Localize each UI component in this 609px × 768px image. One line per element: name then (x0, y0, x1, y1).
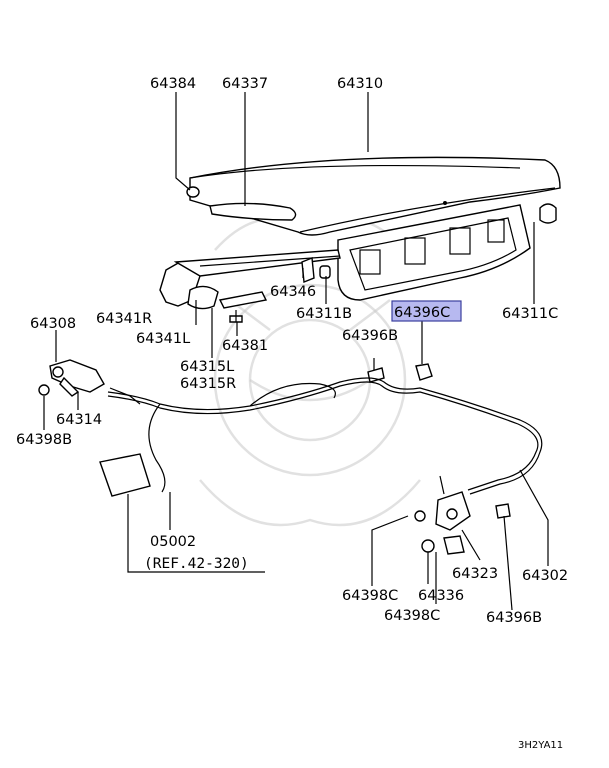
label-05002[interactable]: 05002 (150, 534, 196, 550)
bumper-64311c-part (539, 203, 557, 224)
bolt-64381-part (229, 310, 243, 323)
label-64311c[interactable]: 64311C (502, 306, 558, 322)
label-64396c[interactable]: 64396C (394, 305, 450, 321)
highlight-box-64396c (391, 300, 462, 322)
fuel-lid-panel-part (99, 453, 151, 497)
label-64314[interactable]: 64314 (56, 412, 102, 428)
figure-code: 3H2YA11 (518, 740, 563, 751)
latch-64323-part (435, 475, 471, 531)
opener-lever-part (38, 359, 105, 397)
clip-64396b-bottom-part (495, 503, 511, 519)
latch-parts-lower (414, 510, 465, 555)
weatherstrip-part (209, 202, 297, 221)
leader-lines (43, 92, 549, 611)
label-64336[interactable]: 64336 (418, 588, 464, 604)
label-ref-42-320[interactable]: (REF.42-320) (144, 556, 249, 572)
label-64310[interactable]: 64310 (337, 76, 383, 92)
label-64381[interactable]: 64381 (222, 338, 268, 354)
label-64398b[interactable]: 64398B (16, 432, 72, 448)
label-64341l[interactable]: 64341L (136, 331, 190, 347)
label-64384[interactable]: 64384 (150, 76, 196, 92)
torsion-bar-part (218, 291, 268, 309)
bracket-64346-part (301, 257, 331, 283)
label-64398c-b[interactable]: 64398C (384, 608, 440, 624)
label-64323[interactable]: 64323 (452, 566, 498, 582)
label-64315r[interactable]: 64315R (180, 376, 236, 392)
part-labels: 64384 64337 64310 64346 64341R 64341L 64… (16, 76, 568, 626)
label-64396b-bottom[interactable]: 64396B (486, 610, 542, 626)
label-64346[interactable]: 64346 (270, 284, 316, 300)
label-64337[interactable]: 64337 (222, 76, 268, 92)
label-64302[interactable]: 64302 (522, 568, 568, 584)
label-64398c-a[interactable]: 64398C (342, 588, 398, 604)
label-64315l[interactable]: 64315L (180, 359, 234, 375)
label-64341r[interactable]: 64341R (96, 311, 152, 327)
label-64396b-top[interactable]: 64396B (342, 328, 398, 344)
clip-64396c-part (415, 363, 433, 381)
label-64308[interactable]: 64308 (30, 316, 76, 332)
release-cable-part (107, 377, 543, 495)
label-64311b[interactable]: 64311B (296, 306, 352, 322)
